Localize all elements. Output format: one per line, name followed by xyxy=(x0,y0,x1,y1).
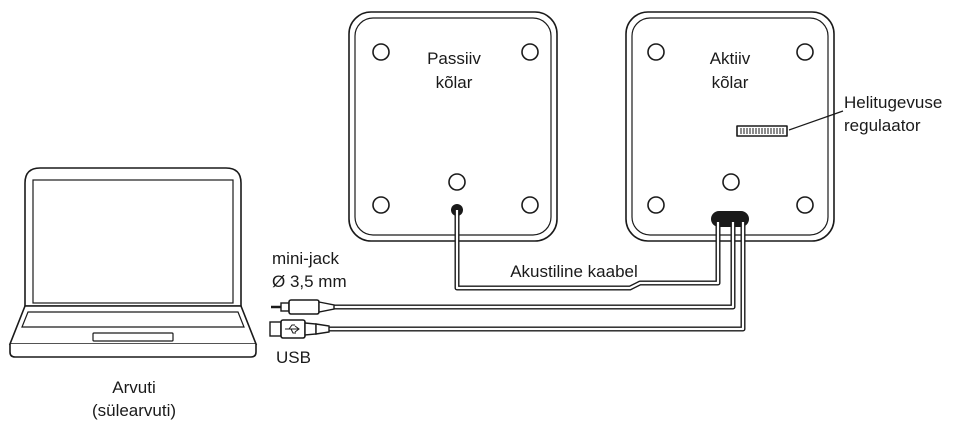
passive-speaker-screw-tl xyxy=(372,43,390,61)
usb-plug xyxy=(269,319,330,339)
active-speaker-screw-br xyxy=(796,196,814,214)
usb-label: USB xyxy=(276,348,311,367)
acoustic-cable-label: Akustiline kaabel xyxy=(510,262,638,281)
volume-label-line2: regulaator xyxy=(844,116,921,135)
active-speaker-screw-tl xyxy=(647,43,665,61)
volume-wheel-body xyxy=(736,125,788,137)
passive-speaker-outer xyxy=(348,11,558,242)
volume-wheel xyxy=(736,125,788,137)
volume-label-line1: Helitugevuse xyxy=(844,93,942,112)
active-speaker-screw-tr xyxy=(796,43,814,61)
active-speaker-inner xyxy=(631,17,829,236)
mini-jack-label-line1: mini-jack xyxy=(272,249,340,268)
usb-symbol-icon xyxy=(285,324,300,334)
passive-speaker-screw-bl xyxy=(372,196,390,214)
active-speaker-screw-bl xyxy=(647,196,665,214)
passive-speaker-label-line2: kõlar xyxy=(436,73,473,92)
passive-speaker-screw-tr xyxy=(521,43,539,61)
usb-cable xyxy=(329,222,746,332)
active-speaker-label-line1: Aktiiv xyxy=(710,49,751,68)
passive-speaker-screw-br xyxy=(521,196,539,214)
active-speaker: Aktiiv kõlar xyxy=(625,11,835,242)
passive-speaker-screw-center xyxy=(448,173,466,191)
acoustic-cable xyxy=(454,210,721,291)
volume-label-leader xyxy=(788,110,844,131)
volume-wheel-ridges xyxy=(740,128,784,134)
active-speaker-screw-center xyxy=(722,173,740,191)
mini-jack-plug xyxy=(271,299,335,315)
active-speaker-outer xyxy=(625,11,835,242)
computer-label-line1: Arvuti xyxy=(112,378,155,397)
audio-cable xyxy=(334,222,736,310)
active-speaker-label-line2: kõlar xyxy=(712,73,749,92)
laptop-icon xyxy=(8,167,258,358)
computer-label-line2: (sülearvuti) xyxy=(92,401,176,420)
mini-jack-label-line2: Ø 3,5 mm xyxy=(272,272,347,291)
passive-speaker-inner xyxy=(354,17,552,236)
passive-speaker-label-line1: Passiiv xyxy=(427,49,481,68)
passive-speaker: Passiiv kõlar xyxy=(348,11,558,242)
